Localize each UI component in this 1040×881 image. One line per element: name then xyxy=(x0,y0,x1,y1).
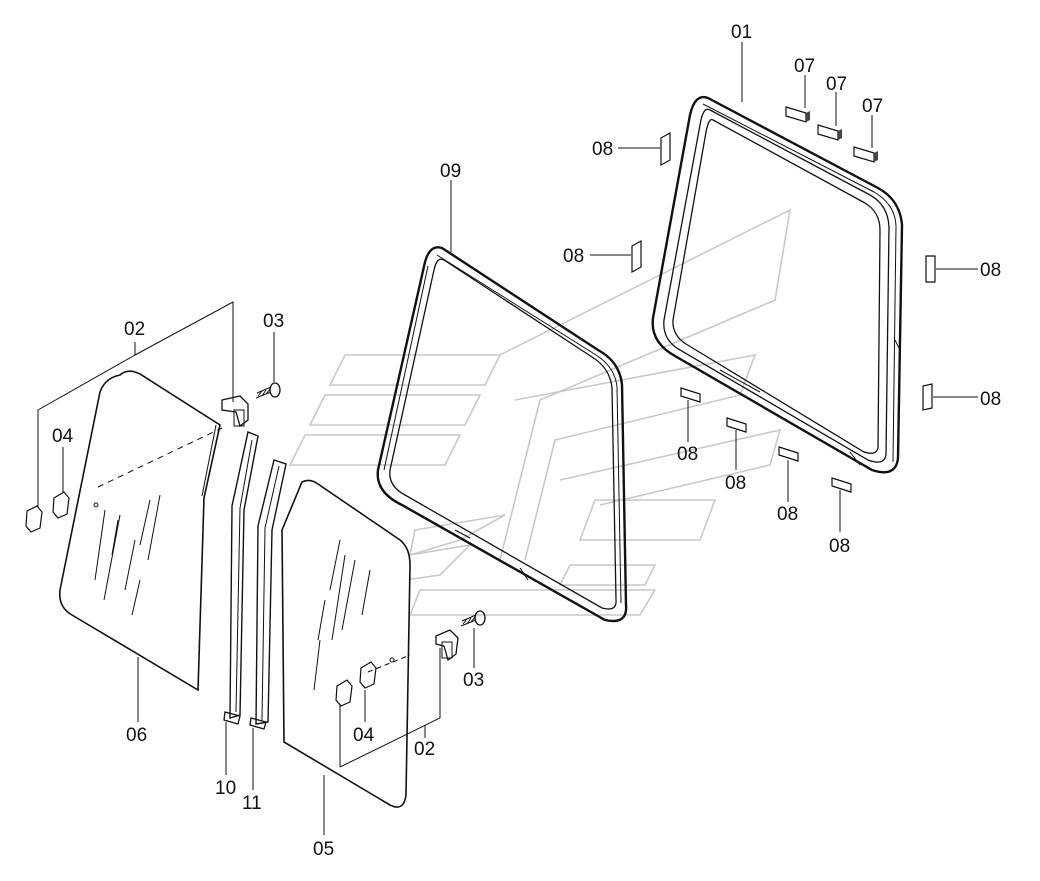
label-08-f: 08 xyxy=(725,473,746,494)
part-03-screw-right xyxy=(460,610,486,627)
part-02-latch-right xyxy=(435,629,459,662)
part-02-latch-left xyxy=(221,395,249,428)
label-10: 10 xyxy=(215,778,236,799)
part-10-channel xyxy=(223,431,259,725)
part-11-channel xyxy=(249,459,287,730)
label-07-c: 07 xyxy=(862,96,883,117)
part-04-stops-left xyxy=(25,491,70,533)
label-06: 06 xyxy=(126,725,147,746)
part-06-left-glass xyxy=(58,370,221,692)
part-03-screw-left xyxy=(255,382,281,399)
label-03-a: 03 xyxy=(263,311,284,332)
part-07-blocks xyxy=(785,106,878,163)
label-08-d: 08 xyxy=(980,389,1001,410)
label-05: 05 xyxy=(313,839,334,860)
part-08-blocks xyxy=(631,131,936,493)
label-02-b: 02 xyxy=(414,739,435,760)
label-01: 01 xyxy=(731,22,752,43)
label-08-h: 08 xyxy=(829,536,850,557)
label-07-a: 07 xyxy=(794,56,815,77)
label-09: 09 xyxy=(440,161,461,182)
part-04-stops-right xyxy=(335,661,377,707)
watermark-logo xyxy=(288,208,792,616)
label-07-b: 07 xyxy=(826,74,847,95)
label-04-a: 04 xyxy=(52,426,74,447)
leader-lines xyxy=(37,42,978,835)
label-03-b: 03 xyxy=(463,670,484,691)
label-08-e: 08 xyxy=(677,444,698,465)
part-labels: 01 07 07 07 08 09 08 08 03 02 08 04 08 0… xyxy=(52,22,1001,860)
label-02-a: 02 xyxy=(124,319,145,340)
part-01-window-frame xyxy=(651,95,904,474)
label-08-g: 08 xyxy=(777,504,798,525)
label-08-b: 08 xyxy=(563,246,584,267)
label-04-b: 04 xyxy=(353,725,375,746)
label-08-a: 08 xyxy=(592,139,613,160)
label-11: 11 xyxy=(242,793,262,814)
part-09-seal-frame xyxy=(376,246,628,623)
part-05-right-glass xyxy=(281,479,411,808)
label-08-c: 08 xyxy=(980,260,1001,281)
